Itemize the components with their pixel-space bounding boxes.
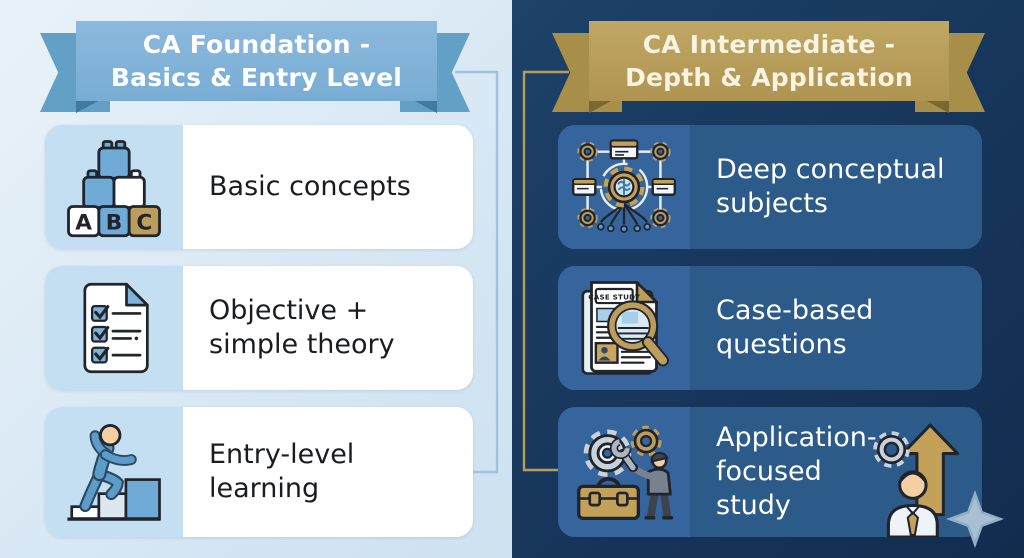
card-entry-level: Entry-level learning	[45, 407, 473, 537]
card-objective-theory: Objective + simple theory	[45, 266, 473, 390]
card-deep-conceptual: Deep conceptual subjects	[558, 125, 982, 249]
stairs-climb-icon	[45, 407, 183, 537]
card-label: Case-based questions	[716, 295, 874, 360]
case-study-magnifier-icon: CASE STUDY	[558, 266, 690, 390]
card-label: Application- focused study	[716, 422, 877, 521]
card-label: Objective + simple theory	[209, 295, 395, 360]
left-banner-title: CA Foundation - Basics & Entry Level	[76, 21, 437, 101]
right-banner-ribbon: CA Intermediate - Depth & Application	[552, 21, 985, 116]
right-banner-title: CA Intermediate - Depth & Application	[589, 21, 949, 101]
svg-text:A: A	[75, 210, 92, 235]
abc-blocks-icon: A B C	[45, 125, 183, 249]
growth-person-icon	[866, 419, 978, 537]
left-banner-ribbon: CA Foundation - Basics & Entry Level	[40, 21, 470, 116]
card-label: Entry-level learning	[209, 439, 355, 504]
card-label: Basic concepts	[209, 171, 411, 202]
tools-worker-icon	[558, 407, 690, 537]
concept-network-icon	[558, 125, 690, 249]
card-basic-concepts: A B C Basic concepts	[45, 125, 473, 249]
svg-text:B: B	[106, 210, 123, 235]
card-case-based: CASE STUDY	[558, 266, 982, 390]
svg-text:CASE STUDY: CASE STUDY	[588, 292, 640, 301]
checklist-icon	[45, 266, 183, 390]
sparkle-icon	[946, 490, 1004, 548]
card-application-focused: Application- focused study	[558, 407, 982, 537]
svg-text:C: C	[136, 210, 152, 235]
card-label: Deep conceptual subjects	[716, 154, 945, 219]
